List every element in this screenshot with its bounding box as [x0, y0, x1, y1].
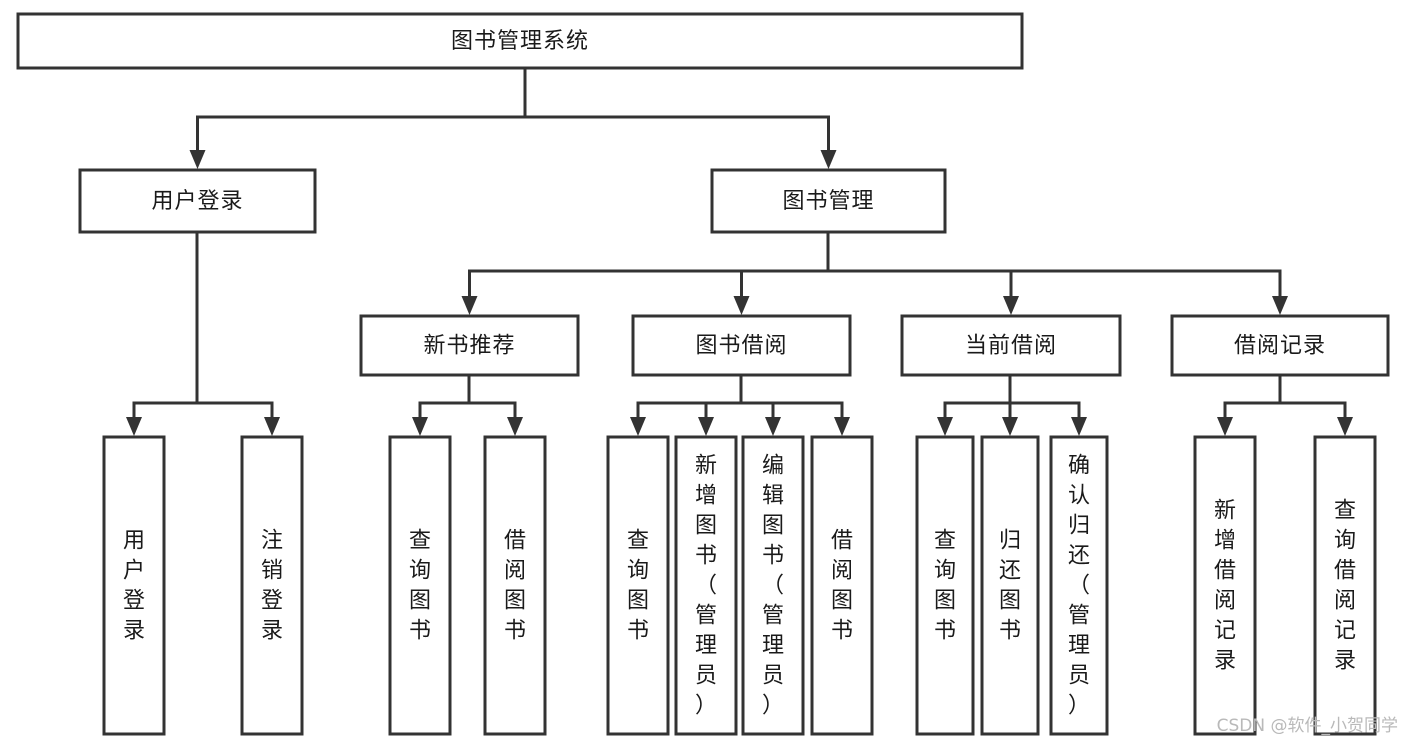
node-box: [1049, 435, 1109, 736]
node-box: [631, 314, 852, 377]
node-leaf_5[interactable]: 新增图书（管理员）: [674, 435, 738, 736]
node-label: 图书管理系统: [451, 29, 589, 54]
node-label: 借阅图书: [504, 529, 526, 644]
node-leaf_1[interactable]: 注销登录: [240, 435, 304, 736]
arrow-head-icon: [264, 417, 280, 436]
node-leaf_0[interactable]: 用户登录: [102, 435, 166, 736]
node-box: [16, 12, 1024, 70]
node-label: 编辑图书（管理员）: [762, 454, 784, 719]
arrow-head-icon: [507, 417, 523, 436]
node-l3_2[interactable]: 当前借阅: [900, 314, 1122, 377]
node-leaf_11[interactable]: 新增借阅记录: [1193, 435, 1257, 736]
node-label: 借阅图书: [831, 529, 853, 644]
node-label: 查询借阅记录: [1334, 499, 1356, 674]
node-box: [1170, 314, 1390, 377]
arrow-head-icon: [765, 417, 781, 436]
node-leaf_12[interactable]: 查询借阅记录: [1313, 435, 1377, 736]
arrow-head-icon: [698, 417, 714, 436]
node-leaf_8[interactable]: 查询图书: [915, 435, 975, 736]
node-leaf_7[interactable]: 借阅图书: [810, 435, 874, 736]
node-box: [980, 435, 1040, 736]
node-box: [710, 168, 947, 234]
node-label: 查询图书: [627, 529, 649, 644]
node-leaf_6[interactable]: 编辑图书（管理员）: [741, 435, 805, 736]
node-l2_0[interactable]: 用户登录: [78, 168, 317, 234]
node-label: 注销登录: [261, 529, 283, 644]
node-box: [606, 435, 670, 736]
node-leaf_10[interactable]: 确认归还（管理员）: [1049, 435, 1109, 736]
node-label: 查询图书: [934, 529, 956, 644]
node-layer: 图书管理系统用户登录图书管理新书推荐图书借阅当前借阅借阅记录用户登录注销登录查询…: [16, 12, 1390, 736]
node-box: [483, 435, 547, 736]
arrow-head-icon: [630, 417, 646, 436]
arrow-head-icon: [461, 296, 478, 315]
node-label: 图书借阅: [695, 334, 787, 359]
arrow-head-icon: [1272, 296, 1288, 315]
node-l3_3[interactable]: 借阅记录: [1170, 314, 1390, 377]
arrow-head-icon: [1071, 417, 1087, 436]
node-label: 新增借阅记录: [1214, 499, 1236, 674]
node-label: 用户登录: [151, 189, 243, 214]
node-label: 用户登录: [123, 529, 145, 644]
node-label: 图书管理: [782, 189, 874, 214]
node-label: 查询图书: [409, 529, 431, 644]
node-box: [78, 168, 317, 234]
node-box: [1193, 435, 1257, 736]
node-root[interactable]: 图书管理系统: [16, 12, 1024, 70]
node-box: [915, 435, 975, 736]
arrow-head-icon: [1003, 296, 1019, 315]
arrow-head-icon: [189, 150, 206, 169]
arrow-head-icon: [937, 417, 953, 436]
connector-layer: [126, 66, 1353, 436]
arrow-head-icon: [733, 296, 750, 315]
node-box: [102, 435, 166, 736]
node-l2_1[interactable]: 图书管理: [710, 168, 947, 234]
node-box: [741, 435, 805, 736]
node-box: [388, 435, 452, 736]
node-box: [359, 314, 580, 377]
node-box: [240, 435, 304, 736]
node-l3_1[interactable]: 图书借阅: [631, 314, 852, 377]
arrow-head-icon: [1337, 417, 1353, 436]
node-box: [1313, 435, 1377, 736]
node-leaf_4[interactable]: 查询图书: [606, 435, 670, 736]
node-leaf_3[interactable]: 借阅图书: [483, 435, 547, 736]
arrow-head-icon: [1002, 417, 1018, 436]
arrow-head-icon: [820, 150, 837, 169]
node-l3_0[interactable]: 新书推荐: [359, 314, 580, 377]
arrow-head-icon: [126, 417, 142, 436]
node-label: 借阅记录: [1234, 334, 1326, 359]
node-label: 当前借阅: [965, 334, 1057, 359]
node-label: 归还图书: [999, 529, 1021, 644]
node-leaf_2[interactable]: 查询图书: [388, 435, 452, 736]
arrow-head-icon: [412, 417, 428, 436]
node-box: [674, 435, 738, 736]
node-label: 确认归还（管理员）: [1068, 454, 1090, 719]
node-label: 新书推荐: [423, 334, 515, 359]
node-leaf_9[interactable]: 归还图书: [980, 435, 1040, 736]
node-box: [900, 314, 1122, 377]
node-box: [810, 435, 874, 736]
node-label: 新增图书（管理员）: [695, 454, 717, 719]
arrow-head-icon: [1217, 417, 1233, 436]
watermark-label: CSDN @软件_小贺同学: [1217, 716, 1398, 736]
arrow-head-icon: [834, 417, 850, 436]
